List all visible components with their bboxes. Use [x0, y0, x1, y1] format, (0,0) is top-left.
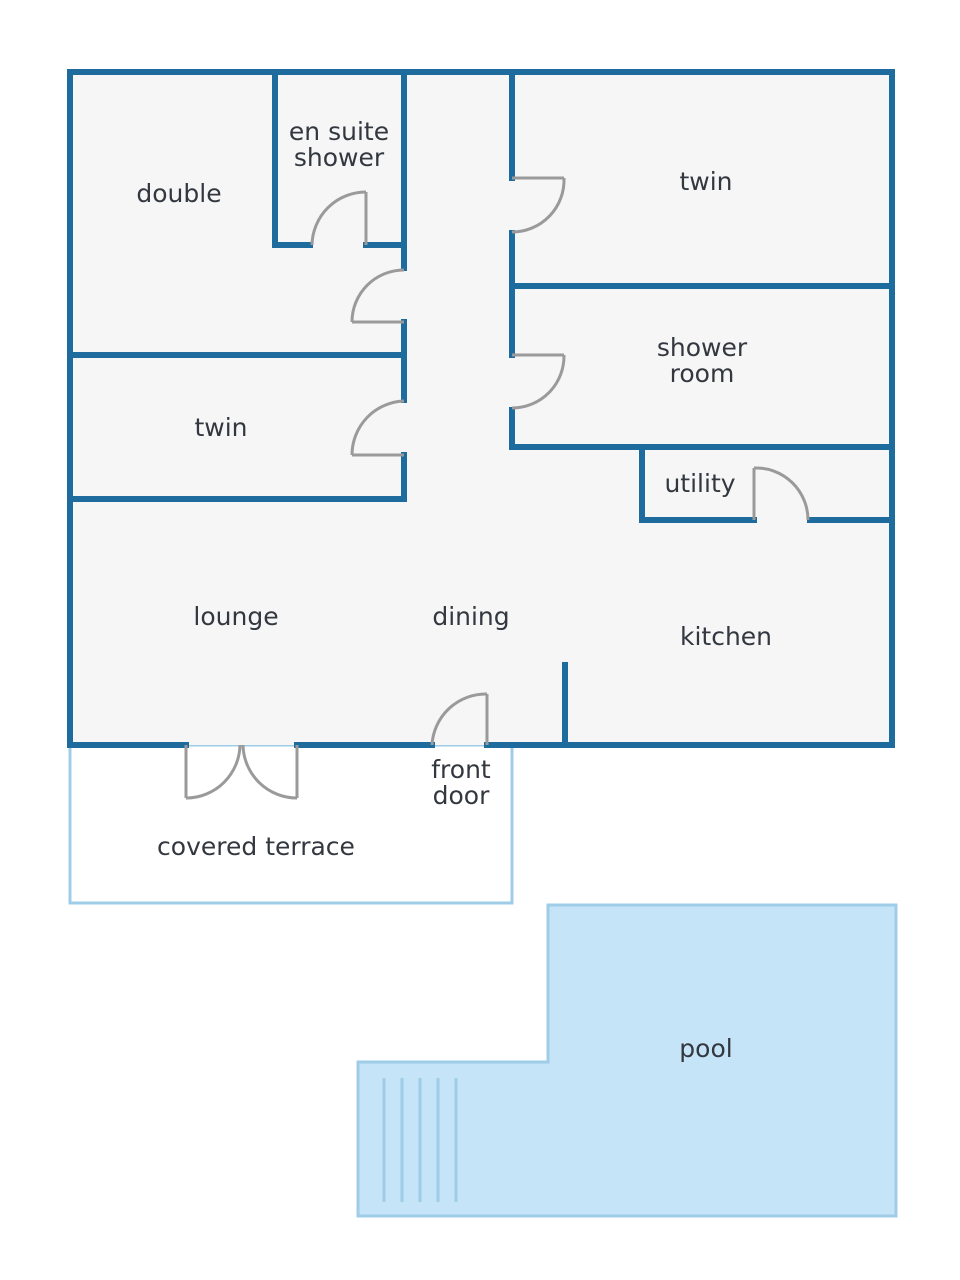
- interior-walls: [67, 69, 895, 748]
- label-dining: dining: [432, 602, 509, 631]
- pool-steps: [382, 1078, 458, 1202]
- label-covered-terrace: covered terrace: [157, 832, 355, 861]
- label-kitchen: kitchen: [680, 622, 772, 651]
- label-pool: pool: [679, 1034, 732, 1063]
- pool-area: [356, 903, 898, 1218]
- label-double: double: [136, 179, 221, 208]
- label-utility: utility: [664, 469, 735, 498]
- label-twin-left: twin: [194, 413, 247, 442]
- label-front-door-1: front: [431, 755, 491, 784]
- doors: [184, 176, 810, 800]
- house-floor: [70, 72, 892, 745]
- label-en-suite-2: shower: [294, 143, 385, 172]
- label-front-door-2: door: [433, 781, 490, 810]
- covered-terrace-area: [68, 743, 514, 905]
- label-twin-right: twin: [679, 167, 732, 196]
- label-en-suite-1: en suite: [289, 117, 389, 146]
- exterior-walls: [67, 69, 895, 748]
- label-shower-room-1: shower: [657, 333, 748, 362]
- label-shower-room-2: room: [670, 359, 735, 388]
- label-lounge: lounge: [193, 602, 278, 631]
